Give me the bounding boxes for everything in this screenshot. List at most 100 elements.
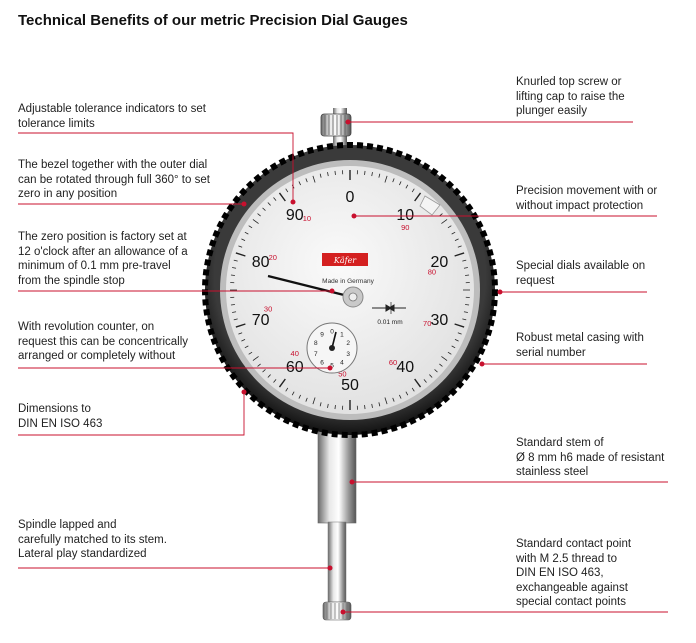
- dial-tick: [257, 363, 261, 367]
- callout-contact-point: Standard contact point with M 2.5 thread…: [516, 537, 631, 610]
- callout-stem: Standard stem of Ø 8 mm h6 made of resis…: [516, 436, 664, 480]
- callout-line: Spindle lapped and: [18, 519, 117, 531]
- dial-red-number: 30: [264, 305, 272, 314]
- counter-number: 7: [314, 351, 318, 358]
- dial-red-number: 90: [401, 223, 409, 232]
- callout-line: Knurled top screw or: [516, 76, 622, 88]
- dial-tick: [312, 175, 316, 183]
- dial-tick: [399, 394, 402, 399]
- brand-logo: Käfer: [333, 256, 357, 265]
- dial-red-number: 70: [423, 319, 431, 328]
- dial-tick: [364, 170, 366, 175]
- callout-line: With revolution counter, on: [18, 321, 155, 333]
- callout-line: tolerance limits: [18, 117, 95, 130]
- dial-tick: [312, 397, 316, 405]
- callout-bezel-rotation: The bezel together with the outer dial c…: [18, 158, 210, 202]
- resolution-label: 0.01 mm: [377, 319, 402, 326]
- page-title: Technical Benefits of our metric Precisi…: [18, 12, 408, 29]
- dial-tick: [248, 225, 253, 229]
- counter-number: 4: [340, 359, 344, 366]
- callout-line: Precision movement with or: [516, 185, 658, 197]
- counter-number: 2: [346, 340, 350, 347]
- dial-red-number: 50: [338, 370, 346, 379]
- callout-line: DIN EN ISO 463,: [516, 567, 604, 579]
- dial-tick: [267, 374, 271, 378]
- dial-number: 20: [431, 254, 449, 271]
- counter-number: 8: [314, 340, 318, 347]
- dial-number: 80: [252, 254, 270, 271]
- callout-dimensions: Dimensions to DIN EN ISO 463: [18, 402, 102, 431]
- callout-line: from the spindle stop: [18, 274, 125, 287]
- callout-line: can be rotated through full 360° to set: [18, 173, 210, 186]
- dial-tick: [262, 207, 266, 211]
- dial-tick: [232, 267, 237, 269]
- dial-tick: [233, 259, 238, 262]
- dial-tick: [405, 391, 409, 396]
- dial-number: 90: [286, 207, 304, 224]
- dial-tick: [411, 387, 415, 392]
- dial-tick: [454, 252, 465, 257]
- dial-tick: [285, 188, 289, 193]
- callout-line: serial number: [516, 346, 586, 359]
- callout-line: arranged or completely without: [18, 350, 176, 362]
- counter-number: 6: [320, 359, 324, 366]
- callout-line: zero in any position: [18, 188, 118, 200]
- leader-lines: [18, 121, 668, 613]
- dial-number: 60: [286, 359, 304, 376]
- dial-tick: [291, 391, 295, 396]
- dial-tick: [248, 351, 253, 355]
- callout-line: without impact protection: [516, 199, 644, 212]
- dial-tick: [232, 311, 237, 313]
- dial-tick: [319, 173, 322, 178]
- dial-tick: [414, 378, 422, 388]
- callout-line: minimum of 0.1 mm pre-travel: [18, 260, 171, 272]
- dial-number: 70: [252, 312, 270, 329]
- callout-line: stainless steel: [516, 466, 589, 478]
- dial-tick: [305, 178, 308, 183]
- callout-line: 12 o'clock after an allowance of a: [18, 245, 188, 258]
- callout-line: with M 2.5 thread to: [516, 552, 617, 565]
- callout-tolerance-indicators: Adjustable tolerance indicators to set t…: [18, 102, 206, 131]
- dial-tick: [230, 304, 235, 306]
- dial-tick: [230, 274, 235, 276]
- tolerance-indicator: [419, 195, 441, 216]
- made-in-label: Made in Germany: [322, 278, 374, 285]
- dial-tick: [429, 374, 433, 378]
- callout-line: plunger easily: [516, 105, 587, 117]
- dial-tick: [465, 304, 470, 306]
- dial-tick: [441, 219, 448, 224]
- dial-tick: [423, 379, 427, 383]
- dial-tick: [451, 345, 456, 349]
- dial-tick: [319, 402, 322, 407]
- dial-tick: [463, 267, 468, 269]
- dial-red-number: 80: [428, 267, 436, 276]
- counter-number: 1: [340, 332, 344, 339]
- callout-line: Robust metal casing with: [516, 332, 644, 344]
- dial-tick: [441, 356, 448, 361]
- dial-tick: [244, 231, 249, 235]
- callout-knurled-screw: Knurled top screw or lifting cap to rais…: [516, 75, 625, 119]
- callout-line: request this can be concentrically: [18, 335, 189, 348]
- dial-tick: [447, 225, 452, 229]
- callout-line: lifting cap to raise the: [516, 90, 625, 103]
- dial-tick: [238, 245, 243, 248]
- dial-tick: [447, 351, 452, 355]
- dial-tick: [439, 363, 443, 367]
- callout-line: exchangeable against: [516, 581, 628, 594]
- dial-tick: [267, 202, 271, 206]
- callout-revolution-counter: With revolution counter, on request this…: [18, 320, 188, 364]
- callout-line: Lateral play standardized: [18, 548, 147, 560]
- dial-tick: [257, 213, 261, 217]
- dial-tick: [273, 197, 277, 201]
- dial-number: 30: [431, 312, 449, 329]
- dial-tick: [273, 379, 277, 383]
- dial-tick: [298, 181, 301, 186]
- callout-spindle: Spindle lapped and carefully matched to …: [18, 518, 167, 562]
- dial-tick: [285, 387, 289, 392]
- callout-line: Adjustable tolerance indicators to set: [18, 103, 206, 115]
- dial-tick: [334, 170, 336, 175]
- callout-precision-movement: Precision movement with or without impac…: [516, 184, 657, 213]
